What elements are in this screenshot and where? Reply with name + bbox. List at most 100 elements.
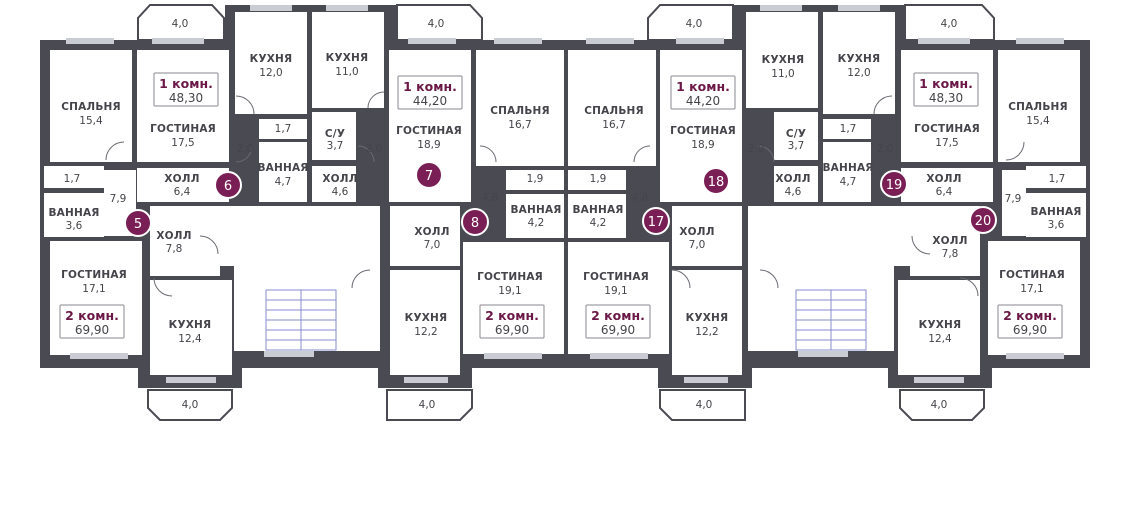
apartment-box-17[interactable]: 2 комн. 69,90 xyxy=(585,304,651,339)
svg-text:3,6: 3,6 xyxy=(66,220,83,232)
svg-text:4,7: 4,7 xyxy=(275,176,292,188)
svg-text:44,20: 44,20 xyxy=(686,94,720,108)
balcony-b1: 4,0 xyxy=(172,18,189,30)
apartment-badge-5[interactable]: 5 xyxy=(124,209,152,237)
svg-text:СПАЛЬНЯ: СПАЛЬНЯ xyxy=(490,105,550,117)
svg-text:3,6: 3,6 xyxy=(1048,219,1065,231)
area-s9: 4,8 xyxy=(632,192,649,204)
apartment-box-6[interactable]: 1 комн. 48,30 xyxy=(153,72,219,107)
svg-text:КУХНЯ: КУХНЯ xyxy=(686,312,729,324)
apartment-box-7[interactable]: 1 комн. 44,20 xyxy=(397,75,463,110)
apartment-badge-20[interactable]: 20 xyxy=(969,206,997,234)
door-swings xyxy=(105,91,1025,297)
svg-text:ХОЛЛ: ХОЛЛ xyxy=(679,226,714,238)
apartment-badge-7[interactable]: 7 xyxy=(415,161,443,189)
svg-text:С/У: С/У xyxy=(325,128,345,140)
svg-text:ГОСТИНАЯ: ГОСТИНАЯ xyxy=(150,123,216,135)
svg-text:3,7: 3,7 xyxy=(788,140,805,152)
balcony-b7: 4,0 xyxy=(696,399,713,411)
svg-text:12,4: 12,4 xyxy=(928,333,952,345)
svg-text:6,4: 6,4 xyxy=(936,186,953,198)
svg-text:69,90: 69,90 xyxy=(1013,323,1047,337)
svg-text:С/У: С/У xyxy=(786,128,806,140)
svg-text:ГОСТИНАЯ: ГОСТИНАЯ xyxy=(670,125,736,137)
svg-text:12,0: 12,0 xyxy=(259,67,282,79)
svg-text:44,20: 44,20 xyxy=(413,94,447,108)
svg-text:19: 19 xyxy=(886,178,903,193)
apartment-box-5[interactable]: 2 комн. 69,90 xyxy=(59,304,125,339)
svg-text:КУХНЯ: КУХНЯ xyxy=(762,54,805,66)
svg-text:ВАННАЯ: ВАННАЯ xyxy=(572,204,623,216)
balconies xyxy=(137,4,995,421)
svg-text:11,0: 11,0 xyxy=(335,66,358,78)
apartment-badges: 6 7 18 19 5 8 17 20 xyxy=(124,161,997,237)
svg-text:ГОСТИНАЯ: ГОСТИНАЯ xyxy=(396,125,462,137)
svg-text:1 комн.: 1 комн. xyxy=(403,79,457,94)
svg-text:ВАННАЯ: ВАННАЯ xyxy=(257,162,308,174)
apartment-badge-8[interactable]: 8 xyxy=(461,208,489,236)
svg-text:ВАННАЯ: ВАННАЯ xyxy=(510,204,561,216)
svg-text:ГОСТИНАЯ: ГОСТИНАЯ xyxy=(477,271,543,283)
apartment-box-8[interactable]: 2 комн. 69,90 xyxy=(479,304,545,339)
svg-text:4,2: 4,2 xyxy=(590,217,607,229)
apartment-badge-19[interactable]: 19 xyxy=(880,170,908,198)
stair-right xyxy=(795,289,867,351)
svg-text:4,7: 4,7 xyxy=(840,176,857,188)
svg-text:2 комн.: 2 комн. xyxy=(65,308,119,323)
svg-text:7,0: 7,0 xyxy=(689,239,706,251)
svg-text:КУХНЯ: КУХНЯ xyxy=(405,312,448,324)
svg-text:2 комн.: 2 комн. xyxy=(485,308,539,323)
svg-text:ХОЛЛ: ХОЛЛ xyxy=(322,173,357,185)
room-r14: ВАННАЯ 4,7 xyxy=(257,162,308,188)
apartment-badge-17[interactable]: 17 xyxy=(642,207,670,235)
svg-text:ВАННАЯ: ВАННАЯ xyxy=(1030,206,1081,218)
svg-text:12,4: 12,4 xyxy=(178,333,202,345)
svg-text:ГОСТИНАЯ: ГОСТИНАЯ xyxy=(583,271,649,283)
svg-text:17,5: 17,5 xyxy=(935,137,958,149)
room-r15: С/У3,7 xyxy=(325,128,345,152)
area-s4: 1,7 xyxy=(275,123,292,135)
svg-text:ХОЛЛ: ХОЛЛ xyxy=(926,173,961,185)
svg-text:17: 17 xyxy=(648,215,665,230)
svg-text:69,90: 69,90 xyxy=(601,323,635,337)
apartment-box-18[interactable]: 1 комн. 44,20 xyxy=(670,75,736,110)
svg-text:5: 5 xyxy=(134,217,142,232)
apartment-badge-6[interactable]: 6 xyxy=(214,171,242,199)
svg-text:1 комн.: 1 комн. xyxy=(159,76,213,91)
area-s6: 4,8 xyxy=(482,192,499,204)
svg-text:15,4: 15,4 xyxy=(1026,115,1050,127)
svg-text:17,1: 17,1 xyxy=(1020,283,1043,295)
svg-text:16,7: 16,7 xyxy=(602,119,625,131)
apartment-box-20[interactable]: 2 комн. 69,90 xyxy=(997,304,1063,339)
stair-left xyxy=(265,289,337,351)
svg-text:12,2: 12,2 xyxy=(695,326,718,338)
svg-text:48,30: 48,30 xyxy=(929,91,963,105)
svg-text:ХОЛЛ: ХОЛЛ xyxy=(932,235,967,247)
balcony-b5: 4,0 xyxy=(182,399,199,411)
apartment-box-19[interactable]: 1 комн. 48,30 xyxy=(913,72,979,107)
apartment-badge-18[interactable]: 18 xyxy=(702,167,730,195)
windows xyxy=(66,5,1064,383)
svg-text:7,8: 7,8 xyxy=(942,248,959,260)
svg-text:69,90: 69,90 xyxy=(495,323,529,337)
